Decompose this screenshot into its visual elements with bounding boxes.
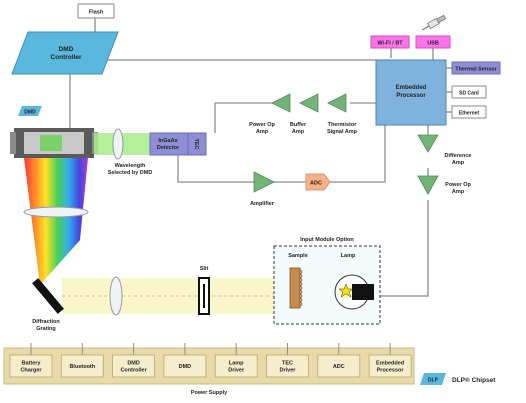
input-module-label: Input Module Option (300, 237, 354, 243)
slit-gap (203, 284, 205, 308)
processor-label-1: Embedded (396, 85, 427, 91)
power-supply-item (317, 354, 361, 378)
power-supply-item (112, 354, 155, 378)
tec-label: TEC (193, 139, 199, 150)
right-power-op-amp-triangle (417, 175, 439, 195)
wifi-bt-label: Wi-Fi / BT (377, 41, 403, 47)
sample-cuvette (289, 267, 303, 309)
power-supply-item-label: Embedded (376, 361, 404, 367)
power-supply-item (9, 354, 53, 378)
legend-text: DLP® Chipset (452, 376, 496, 384)
diffraction-grating (32, 278, 64, 314)
power-supply-item (60, 354, 104, 378)
lamp-bulb-icon (338, 283, 354, 298)
power-supply-item (163, 354, 207, 378)
power-op-amp-label-2: Amp (256, 129, 269, 135)
flash-box (77, 3, 115, 19)
power-supply-item (368, 354, 412, 378)
flash-label: Flash (89, 10, 104, 16)
ethernet-label: Ethernet (459, 111, 480, 117)
thermal-sensor-label: Thermal Sensor (455, 67, 497, 73)
dmd-controller-block (11, 31, 119, 75)
amplifier-triangle (253, 171, 275, 193)
embedded-processor-block (375, 59, 447, 126)
adc-label: ADC (310, 181, 322, 187)
power-supply-item-label: TEC (282, 361, 293, 367)
amp-chain (271, 93, 347, 113)
wifi-bt-block (370, 35, 410, 49)
power-supply-item (266, 354, 309, 378)
tec-block (187, 132, 207, 156)
difference-amp-label-2: Amp (452, 160, 465, 166)
wavelength-label-2: Selected by DMD (108, 170, 153, 176)
sample-label: Sample (288, 253, 308, 259)
ingaas-label-1: InGaAs (158, 138, 177, 144)
collimating-lens (23, 206, 89, 218)
power-supply-item-label: DMD (127, 361, 140, 367)
power-supply-title: Power Supply (191, 390, 228, 396)
dmd-tag (18, 106, 42, 116)
dmd-chip (10, 128, 98, 158)
dmd-tag-label: DMD (24, 110, 36, 116)
sd-card-label: SD Card (459, 91, 479, 97)
ingaas-label-2: Detector (157, 145, 180, 151)
power-supply-item-label: Driver (228, 368, 245, 374)
green-beam (94, 133, 154, 155)
thermistor-label-2: Signal Amp (327, 129, 358, 135)
power-supply-item-label: DMD (179, 364, 192, 370)
focusing-lens (109, 276, 123, 316)
power-supply-item-label: Controller (120, 368, 147, 374)
diffraction-label-1: Diffraction (32, 319, 60, 325)
difference-amp-triangle (417, 134, 439, 153)
buffer-amp-triangle (299, 93, 319, 113)
buffer-amp-label-2: Amp (292, 129, 305, 135)
dmd-controller-label-1: DMD (59, 46, 74, 53)
power-supply-item-label: Charger (20, 368, 42, 374)
power-supply-item-label: Processor (377, 368, 405, 374)
thermal-sensor-block (451, 61, 501, 75)
sd-card-box (451, 85, 487, 99)
usb-label: USB (427, 41, 439, 47)
power-supply-items: BatteryChargerBluetoothDMDControllerDMDL… (9, 343, 412, 378)
right-power-op-amp-label-2: Amp (452, 189, 465, 195)
amplifier-label: Amplifier (250, 201, 275, 207)
right-power-op-amp-label-1: Power Op (445, 182, 471, 188)
lamp-label: Lamp (341, 253, 356, 259)
wavelength-label-1: Wavelength (115, 163, 146, 169)
lamp-housing (352, 284, 374, 300)
power-supply-item-label: Lamp (229, 361, 244, 367)
dmd-controller-label-2: Controller (50, 54, 82, 61)
ethernet-box (451, 105, 487, 119)
thermistor-label-1: Thermistor (328, 122, 358, 128)
legend-swatch (420, 373, 446, 385)
power-supply-item (214, 354, 258, 378)
spectrum-dispersion (24, 158, 88, 285)
power-supply-item-label: Driver (280, 368, 297, 374)
power-supply-item-label: Bluetooth (69, 364, 95, 370)
usb-block (415, 35, 451, 49)
diffraction-label-2: Grating (36, 326, 56, 332)
usb-plug-icon (421, 14, 447, 31)
power-op-amp-triangle (271, 93, 291, 113)
detector-lens (112, 128, 124, 160)
legend-swatch-label: DLP (428, 378, 439, 384)
power-op-amp-label-1: Power Op (249, 122, 275, 128)
adc-block (305, 173, 331, 191)
thermistor-amp-triangle (327, 93, 347, 113)
slit-label: Slit (200, 266, 209, 272)
processor-label-2: Processor (396, 93, 426, 99)
difference-amp-label-1: Difference (445, 153, 472, 159)
power-supply-item-label: ADC (333, 364, 345, 370)
power-supply-item-label: Battery (22, 361, 42, 367)
buffer-amp-label-1: Buffer (290, 122, 307, 128)
